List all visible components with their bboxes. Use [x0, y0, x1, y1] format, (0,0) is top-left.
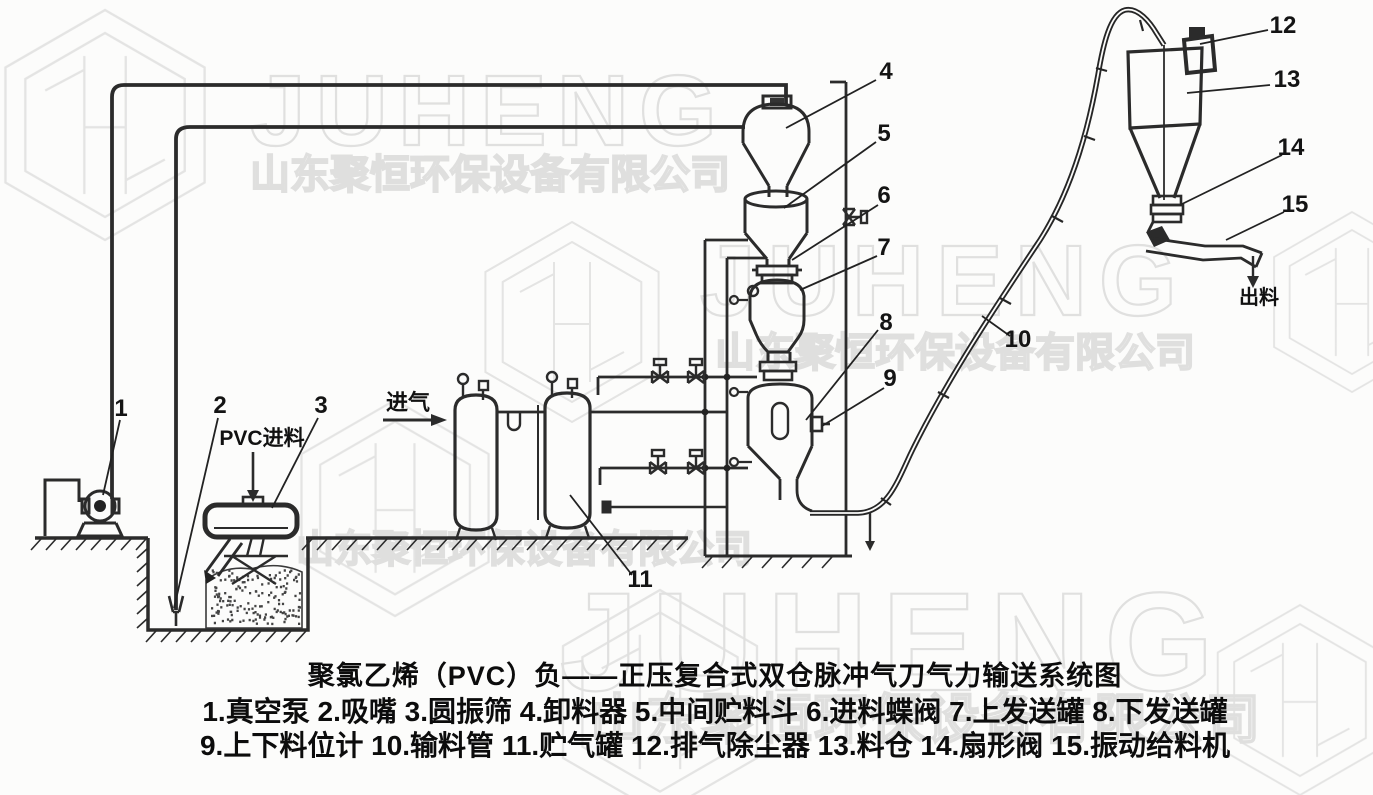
callout-7: 7	[877, 234, 890, 261]
juheng-hex-logo	[300, 398, 490, 618]
air-storage-tanks-11	[453, 370, 592, 541]
callout-2: 2	[213, 392, 226, 419]
watermark-company: 山东聚恒环保设备有限公司	[296, 529, 752, 571]
valve-icon	[686, 357, 706, 385]
watermark-brand: JUHENG	[560, 563, 1227, 720]
upper-sender-tank-7	[746, 278, 806, 382]
diagram-title: 聚氯乙烯（PVC）负——正压复合式双仓脉冲气刀气力输送系统图	[307, 661, 1123, 691]
callout-15: 15	[1282, 191, 1309, 218]
level-indicator-9	[728, 294, 830, 468]
suction-nozzle-2	[167, 595, 185, 626]
vacuum-pump-1	[43, 478, 125, 538]
flow-arrows	[247, 414, 447, 502]
discharger-cyclone-4	[741, 94, 811, 197]
intermediate-hopper-5	[743, 189, 809, 266]
valve-icon	[648, 448, 668, 476]
lower-sender-tank-8	[746, 382, 814, 513]
callout-13: 13	[1274, 66, 1301, 93]
callout-leaders	[102, 29, 1285, 609]
right-arrow-icon	[431, 414, 447, 426]
watermark-brand: JUHENG	[250, 55, 727, 167]
vibrating-screen-3	[202, 495, 300, 586]
silo-13	[1126, 45, 1204, 200]
feed-butterfly-valve-6	[752, 264, 802, 285]
down-arrow-icon	[247, 490, 259, 502]
callout-5: 5	[877, 120, 890, 147]
callout-6: 6	[877, 182, 890, 209]
watermark-company: 山东聚恒环保设备有限公司	[590, 690, 1262, 750]
callout-8: 8	[879, 309, 892, 336]
air-inlet-label: 进气	[386, 390, 430, 415]
discharge-label: 出料	[1239, 286, 1279, 309]
valve-icon	[650, 357, 670, 385]
callout-numbers: 1 2 3 4 5 6 7 8 9 10 11 12 13 14 15	[114, 12, 1308, 593]
pvc-feed-label: PVC进料	[219, 427, 304, 450]
callout-14: 14	[1278, 134, 1305, 161]
callout-12: 12	[1270, 12, 1297, 39]
callout-1: 1	[114, 395, 127, 422]
vibrating-feeder-15	[1145, 221, 1264, 288]
valve-icon	[686, 448, 706, 476]
conveying-pipe-10	[810, 6, 1167, 551]
callout-10: 10	[1005, 326, 1032, 353]
callout-9: 9	[883, 365, 896, 392]
legend-row-1: 1.真空泵 2.吸嘴 3.圆振筛 4.卸料器 5.中间贮料斗 6.进料蝶阀 7.…	[202, 696, 1228, 727]
ground-and-pit	[30, 536, 852, 643]
callout-3: 3	[314, 392, 327, 419]
fan-valve-14	[1149, 194, 1185, 224]
juheng-hex-logo	[1273, 211, 1373, 393]
callout-4: 4	[879, 58, 893, 85]
watermark-company: 山东聚恒环保设备有限公司	[250, 153, 730, 197]
watermark-layer: JUHENG 山东聚恒环保设备有限公司 JUHENG 山东聚恒环保设备有限公司 …	[4, 8, 1373, 795]
legend-row-2: 9.上下料位计 10.输料管 11.贮气罐 12.排气除尘器 13.料仓 14.…	[199, 730, 1231, 761]
callout-11: 11	[627, 566, 652, 593]
exhaust-dust-collector-12	[1181, 27, 1218, 76]
